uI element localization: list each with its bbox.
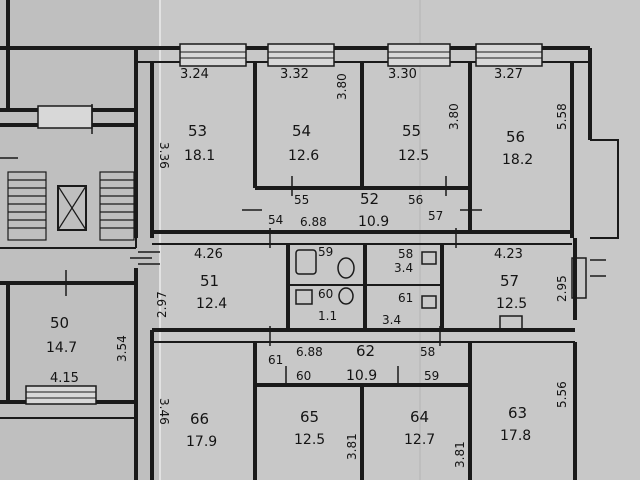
room-61-area: 3.4 <box>382 313 401 327</box>
door-markers <box>0 104 606 386</box>
window-54 <box>267 43 335 67</box>
room-61-number: 61 <box>398 291 413 305</box>
room-50-length: 3.54 <box>115 335 129 362</box>
room-59-number: 59 <box>318 245 333 259</box>
staircase <box>7 171 135 241</box>
room-53-area: 18.1 <box>184 148 215 164</box>
balcony-outline <box>590 139 619 239</box>
room-62-number: 62 <box>356 342 375 360</box>
room-52-width: 6.88 <box>300 215 327 229</box>
room-57-number: 57 <box>500 272 519 290</box>
room-64-length: 3.81 <box>453 441 467 468</box>
room-52-area: 10.9 <box>358 214 389 230</box>
room-63-number: 63 <box>508 404 527 422</box>
room-63-length: 5.56 <box>555 381 569 408</box>
room-50-width: 4.15 <box>50 371 79 386</box>
door-label-59: 59 <box>424 369 439 383</box>
room-57-area: 12.5 <box>496 296 527 312</box>
room-51-length: 2.97 <box>155 291 169 318</box>
door-label-57: 57 <box>428 209 443 223</box>
door-label-56: 56 <box>408 193 423 207</box>
room-55-width: 3.30 <box>388 67 417 82</box>
room-50-number: 50 <box>50 314 69 332</box>
room-51-number: 51 <box>200 272 219 290</box>
room-64-number: 64 <box>410 408 429 426</box>
room-56-number: 56 <box>506 128 525 146</box>
room-54-width: 3.32 <box>280 67 309 82</box>
room-51-width: 4.26 <box>194 247 223 262</box>
room-66-area: 17.9 <box>186 434 217 450</box>
room-66-length: 3.46 <box>157 398 171 425</box>
room-56-length: 5.58 <box>555 103 569 130</box>
room-52-number: 52 <box>360 190 379 208</box>
room-58-area: 3.4 <box>394 261 413 275</box>
room-54-length: 3.80 <box>335 73 349 100</box>
room-55-length: 3.80 <box>447 103 461 130</box>
room-64-area: 12.7 <box>404 432 435 448</box>
room-50-area: 14.7 <box>46 340 77 356</box>
window-sash-lines <box>26 51 542 399</box>
door-label-54: 54 <box>268 213 283 227</box>
room-62-width: 6.88 <box>296 345 323 359</box>
room-54-number: 54 <box>292 122 311 140</box>
window-50 <box>25 385 97 405</box>
room-65-area: 12.5 <box>294 432 325 448</box>
door-label-61: 61 <box>268 353 283 367</box>
window-57 <box>571 257 587 299</box>
room-53-length: 3.36 <box>157 142 171 169</box>
window-stair <box>37 105 93 129</box>
wall-group <box>0 0 592 480</box>
window-53 <box>179 43 247 67</box>
room-57-width: 4.23 <box>494 247 523 262</box>
room-56-area: 18.2 <box>502 152 533 168</box>
window-55 <box>387 43 451 67</box>
door-label-60: 60 <box>296 369 311 383</box>
room-60-area: 1.1 <box>318 309 337 323</box>
room-55-area: 12.5 <box>398 148 429 164</box>
room-55-number: 55 <box>402 122 421 140</box>
room-53-number: 53 <box>188 122 207 140</box>
room-65-number: 65 <box>300 408 319 426</box>
room-65-length: 3.81 <box>345 433 359 460</box>
room-57-length: 2.95 <box>555 275 569 302</box>
room-63-area: 17.8 <box>500 428 531 444</box>
bathroom-fixtures <box>295 249 523 331</box>
room-62-area: 10.9 <box>346 368 377 384</box>
room-53-width: 3.24 <box>180 67 209 82</box>
windows-top <box>25 43 543 405</box>
room-51-area: 12.4 <box>196 296 227 312</box>
room-54-area: 12.6 <box>288 148 319 164</box>
room-60-number: 60 <box>318 287 333 301</box>
room-66-number: 66 <box>190 410 209 428</box>
room-56-width: 3.27 <box>494 67 523 82</box>
door-label-58: 58 <box>420 345 435 359</box>
door-label-55: 55 <box>294 193 309 207</box>
room-58-number: 58 <box>398 247 413 261</box>
window-56 <box>475 43 543 67</box>
